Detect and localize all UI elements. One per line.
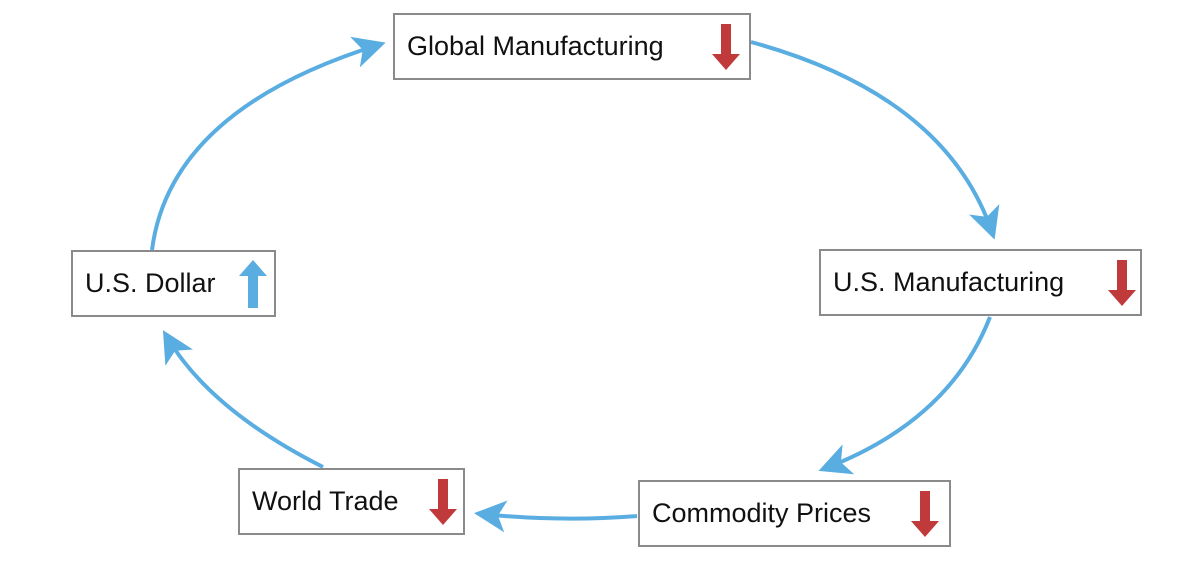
node-us-dollar: U.S. Dollar — [71, 250, 276, 317]
edge-commodity-to-world-trade — [474, 500, 638, 533]
edge-world-trade-to-dollar — [162, 330, 324, 469]
arrow-down-icon — [911, 490, 939, 537]
node-label: Commodity Prices — [652, 498, 872, 528]
arrow-up-icon — [239, 259, 267, 308]
arrow-down-icon — [429, 478, 457, 525]
node-label: U.S. Manufacturing — [833, 267, 1065, 297]
node-label: Global Manufacturing — [407, 31, 664, 61]
node-global-manufacturing: Global Manufacturing — [393, 13, 751, 80]
node-label: U.S. Dollar — [85, 268, 216, 298]
arrow-down-icon — [1108, 259, 1136, 306]
node-commodity-prices: Commodity Prices — [638, 480, 951, 547]
node-us-manufacturing: U.S. Manufacturing — [819, 249, 1142, 316]
edge-dollar-to-global — [150, 36, 386, 251]
arrow-down-icon — [712, 23, 740, 70]
node-label: World Trade — [252, 486, 399, 516]
node-world-trade: World Trade — [238, 468, 465, 535]
edge-us-manufacturing-to-commodity — [818, 316, 992, 475]
edge-global-to-us-manufacturing — [750, 40, 1000, 240]
